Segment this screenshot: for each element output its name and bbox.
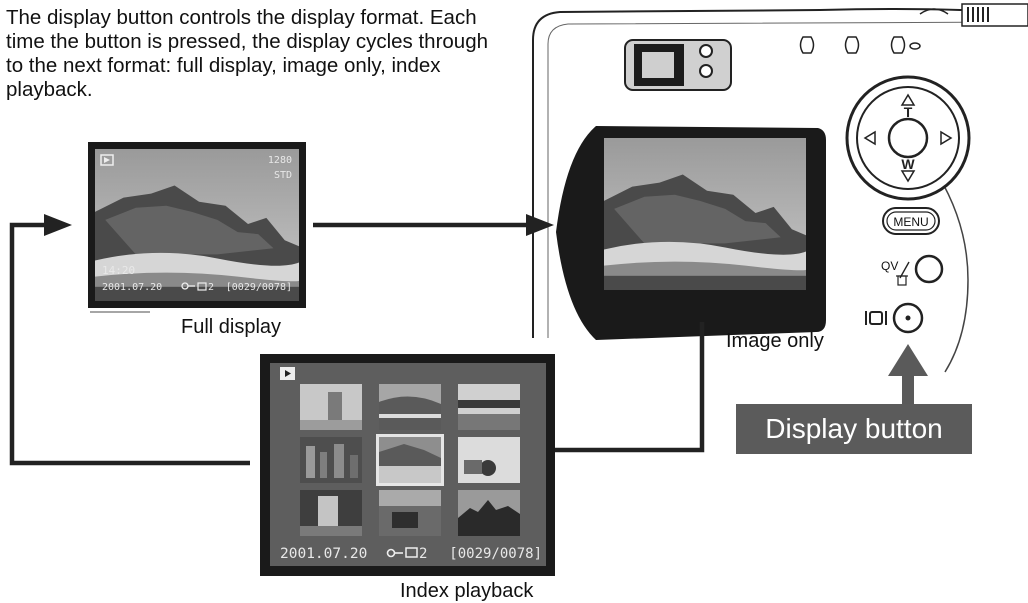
- index-playback-caption: Index playback: [400, 580, 534, 602]
- zoom-tele-label: T: [904, 104, 913, 120]
- index-playback-screen: 2001.07.20 2 [0029/0078]: [260, 354, 555, 576]
- thumbnail[interactable]: [458, 490, 520, 536]
- arrow-up-icon: [900, 93, 916, 106]
- display-button[interactable]: [865, 302, 924, 334]
- arrow-to-full-display: [9, 214, 250, 466]
- thumbnail-grid: [300, 384, 520, 536]
- quality-text: STD: [274, 170, 292, 181]
- print-icon: [405, 547, 418, 558]
- arrow-to-image-only: [313, 214, 554, 236]
- trash-icon: [896, 275, 908, 286]
- index-print-count-text: 2: [419, 546, 427, 562]
- thumbnail[interactable]: [300, 490, 362, 536]
- image-only-screen: [556, 126, 826, 340]
- intro-text: The display button controls the display …: [6, 6, 489, 101]
- qv-delete-button[interactable]: QV: [881, 254, 944, 286]
- arrow-left-icon: [863, 130, 876, 146]
- qv-label: QV: [881, 259, 898, 273]
- menu-button-label: MENU: [893, 215, 928, 229]
- display-button-label: Display button: [736, 404, 972, 454]
- print-icon: [197, 282, 207, 291]
- mode-dial: [961, 3, 1028, 27]
- frame-counter-text: [0029/0078]: [226, 282, 292, 293]
- print-count-text: 2: [208, 282, 214, 293]
- thumbnail[interactable]: [300, 384, 362, 430]
- zoom-wide-label: W: [901, 156, 915, 172]
- display-mode-icon: [865, 311, 887, 325]
- playback-mode-icon: [100, 154, 114, 166]
- arrow-right-icon: [940, 130, 953, 146]
- lock-icon: [386, 548, 403, 558]
- camera-body: [532, 3, 1028, 373]
- date-text: 2001.07.20: [102, 282, 162, 293]
- thumbnail[interactable]: [379, 490, 441, 536]
- arrow-to-display-button: [888, 344, 928, 406]
- lock-icon: [181, 282, 195, 290]
- viewfinder: [624, 39, 732, 91]
- thumbnail[interactable]: [300, 437, 362, 483]
- thumbnail-selected[interactable]: [376, 434, 444, 486]
- arrow-down-icon: [900, 170, 916, 183]
- playback-mode-icon: [280, 367, 295, 380]
- time-text: 14:20: [102, 264, 135, 277]
- menu-button[interactable]: MENU: [882, 207, 940, 235]
- image-only-caption: Image only: [726, 330, 824, 352]
- full-display-caption: Full display: [181, 316, 282, 338]
- index-date-text: 2001.07.20: [280, 546, 367, 562]
- strap-lugs: [799, 36, 921, 54]
- thumbnail[interactable]: [458, 437, 520, 483]
- resolution-text: 1280: [268, 155, 292, 166]
- full-display-screen: 1280 STD 14:20 2001.07.20 2 [0029/0078]: [88, 142, 306, 308]
- thumbnail[interactable]: [458, 384, 520, 430]
- index-frame-counter-text: [0029/0078]: [449, 546, 542, 562]
- thumbnail[interactable]: [379, 384, 441, 430]
- controller-dial[interactable]: T W: [845, 75, 971, 201]
